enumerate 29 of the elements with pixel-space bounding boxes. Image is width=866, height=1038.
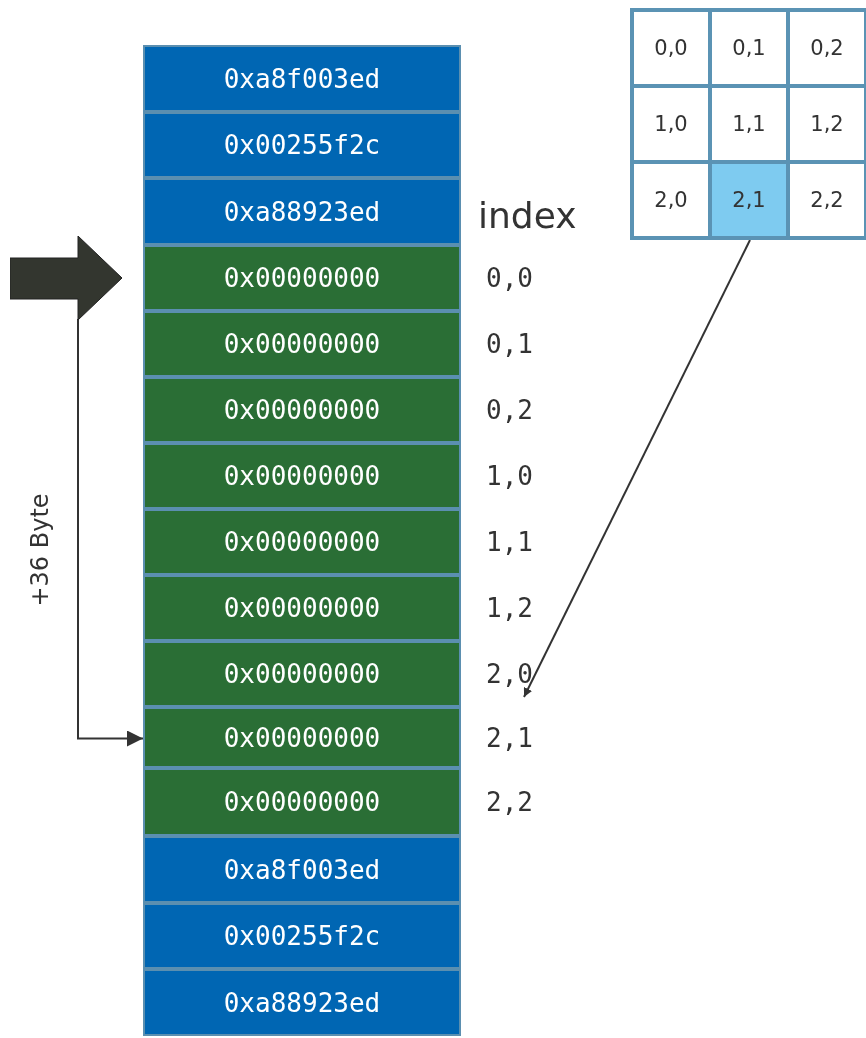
memory-cell: 0x00000000: [143, 641, 461, 707]
index-label: 2,1: [486, 715, 556, 760]
memory-cell: 0xa88923ed: [143, 969, 461, 1036]
pointer-arrow: [10, 236, 123, 321]
index-label: 0,0: [486, 253, 556, 303]
arrow: [77, 318, 144, 747]
memory-cell: 0x00000000: [143, 509, 461, 575]
column-heading: index: [478, 193, 578, 238]
memory-cell: 0x00000000: [143, 377, 461, 443]
arrow: [523, 239, 751, 698]
index-label: 0,2: [486, 385, 556, 435]
memory-cell: 0xa88923ed: [143, 178, 461, 245]
index-label: 1,1: [486, 517, 556, 567]
index-label: 2,2: [486, 776, 556, 828]
index-label: 2,0: [486, 649, 556, 699]
index-label: 1,0: [486, 451, 556, 501]
index-label: 0,1: [486, 319, 556, 369]
index-label: 1,2: [486, 583, 556, 633]
memory-cell: 0x00255f2c: [143, 112, 461, 178]
memory-cell: 0xa8f003ed: [143, 836, 461, 903]
memory-cell: 0x00255f2c: [143, 903, 461, 969]
memory-cell: 0x00000000: [143, 443, 461, 509]
memory-cell: 0x00000000: [143, 245, 461, 311]
memory-cell: 0xa8f003ed: [143, 45, 461, 112]
memory-cell: 0x00000000: [143, 707, 461, 768]
memory-cell: 0x00000000: [143, 575, 461, 641]
memory-cell: 0x00000000: [143, 768, 461, 836]
edge-label: +36 Byte: [25, 492, 55, 609]
memory-cell: 0x00000000: [143, 311, 461, 377]
